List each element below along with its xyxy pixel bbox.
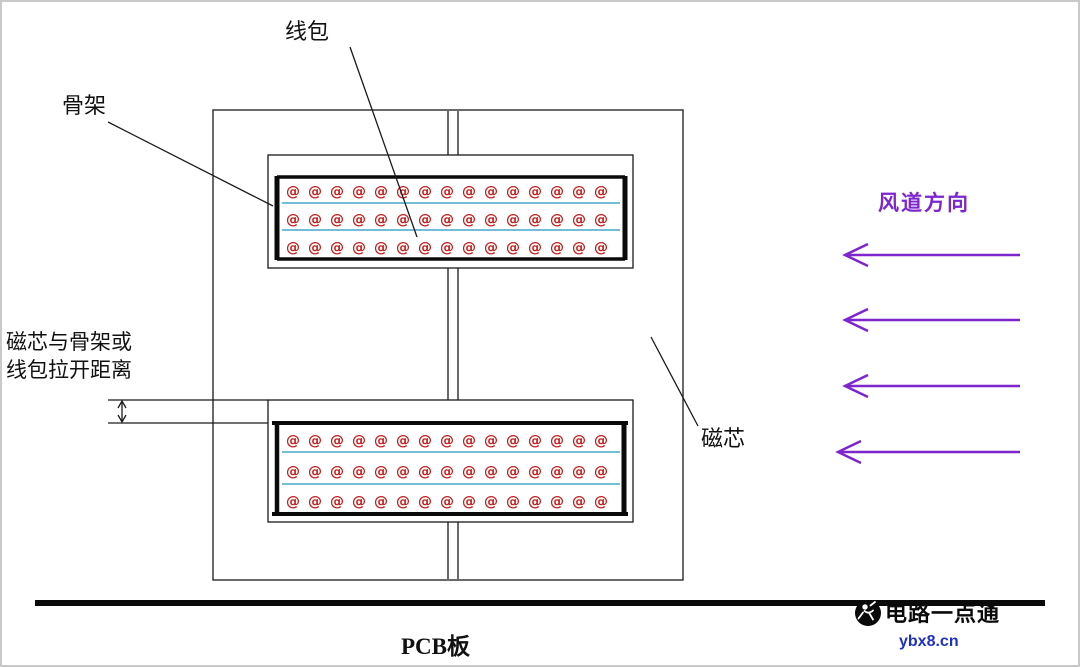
- bottom-bobbin-outline: [267, 399, 634, 523]
- core-outline: [212, 109, 684, 581]
- top-wire-row-1: @@@@@@@@@@@@@@@: [286, 184, 616, 200]
- watermark: 电路一点通 ybx8.cn: [855, 600, 1000, 650]
- top-winding: @@@@@@@@@@@@@@@ @@@@@@@@@@@@@@@ @@@@@@@@…: [267, 154, 634, 269]
- airflow-arrow-2: [842, 307, 1020, 333]
- core-leader-line: [650, 336, 699, 427]
- airflow-label: 风道方向: [878, 191, 970, 215]
- top-bobbin-outline: [267, 154, 634, 269]
- coil-leader-line: [349, 46, 418, 238]
- bobbin-leader-line: [107, 121, 274, 207]
- pcb-label: PCB板: [401, 634, 471, 659]
- bottom-wire-row-1: @@@@@@@@@@@@@@@: [286, 433, 616, 449]
- coil-label: 线包: [285, 19, 329, 44]
- watermark-site: ybx8.cn: [899, 633, 959, 650]
- bobbin-label: 骨架: [62, 93, 106, 118]
- airflow-arrow-1: [842, 242, 1020, 268]
- gap-annotation: [108, 399, 268, 424]
- airflow-arrow-3: [842, 373, 1020, 399]
- bottom-wire-row-3: @@@@@@@@@@@@@@@: [286, 494, 616, 510]
- airflow-arrow-4: [835, 439, 1020, 465]
- top-wire-row-3: @@@@@@@@@@@@@@@: [286, 240, 616, 256]
- watermark-brand: 电路一点通: [885, 601, 1000, 626]
- airflow-arrows: [835, 242, 1020, 465]
- gap-label-line1: 磁芯与骨架或: [6, 330, 132, 354]
- core-center-leg: [447, 111, 459, 579]
- core-label: 磁芯: [701, 426, 745, 451]
- bottom-wire-row-2: @@@@@@@@@@@@@@@: [286, 464, 616, 480]
- gap-label-line2: 线包拉开距离: [6, 358, 132, 382]
- top-wire-row-2: @@@@@@@@@@@@@@@: [286, 212, 616, 228]
- bottom-winding: @@@@@@@@@@@@@@@ @@@@@@@@@@@@@@@ @@@@@@@@…: [267, 399, 634, 523]
